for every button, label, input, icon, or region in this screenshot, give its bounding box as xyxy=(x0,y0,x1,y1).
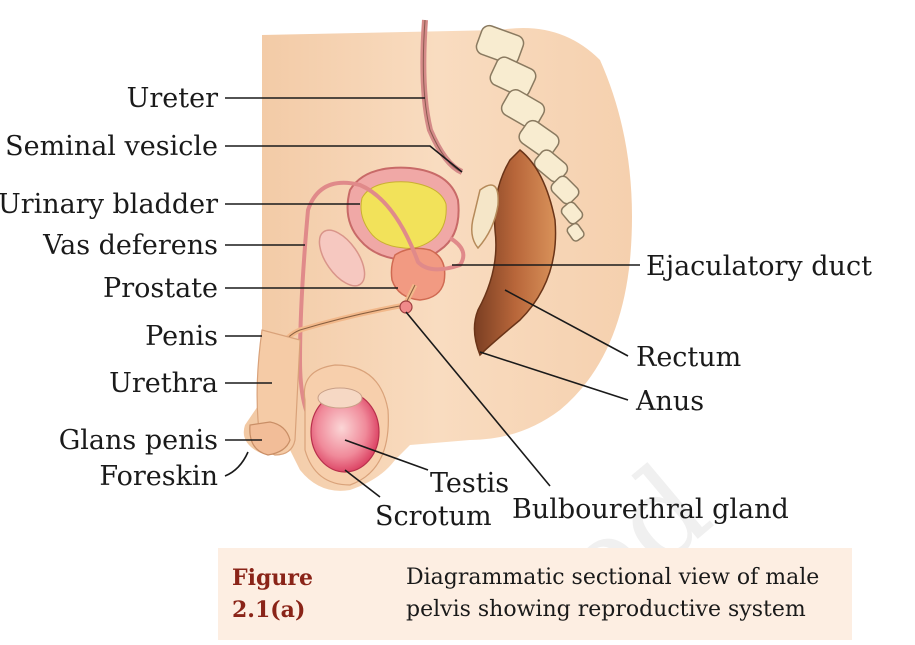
label-urinary-bladder: Urinary bladder xyxy=(0,189,218,220)
label-scrotum: Scrotum xyxy=(375,501,492,532)
rectum-shape xyxy=(473,148,557,357)
epididymis-shape xyxy=(317,387,363,409)
bulbourethral-gland-shape xyxy=(399,300,413,314)
label-rectum: Rectum xyxy=(636,342,741,373)
label-vas-deferens: Vas deferens xyxy=(42,230,218,261)
vas-deferens-tube xyxy=(297,180,466,421)
figure-caption: Figure 2.1(a) Diagrammatic sectional vie… xyxy=(218,548,852,640)
vertebrae xyxy=(475,24,585,242)
pelvis-diagram: Ureter Seminal vesicle Urinary bladder V… xyxy=(0,19,872,532)
prostate-shape xyxy=(390,247,446,301)
label-prostate: Prostate xyxy=(103,273,218,304)
label-urethra: Urethra xyxy=(109,368,218,399)
pubic-bone xyxy=(318,229,366,287)
label-bulbourethral-gland: Bulbourethral gland xyxy=(512,494,789,525)
caption-text: Diagrammatic sectional view of male pelv… xyxy=(406,565,820,622)
label-ureter: Ureter xyxy=(127,83,218,114)
label-glans-penis: Glans penis xyxy=(59,425,218,456)
label-foreskin: Foreskin xyxy=(99,461,218,492)
label-ejaculatory-duct: Ejaculatory duct xyxy=(646,251,872,282)
label-testis: Testis xyxy=(430,468,509,499)
leader-lines xyxy=(224,97,640,498)
seminal-vesicle-shape xyxy=(471,184,499,250)
label-penis: Penis xyxy=(145,321,218,352)
label-seminal-vesicle: Seminal vesicle xyxy=(5,131,218,162)
glans-shape xyxy=(249,421,291,456)
label-anus: Anus xyxy=(635,386,704,417)
caption-label: Figure 2.1(a) xyxy=(232,565,313,623)
